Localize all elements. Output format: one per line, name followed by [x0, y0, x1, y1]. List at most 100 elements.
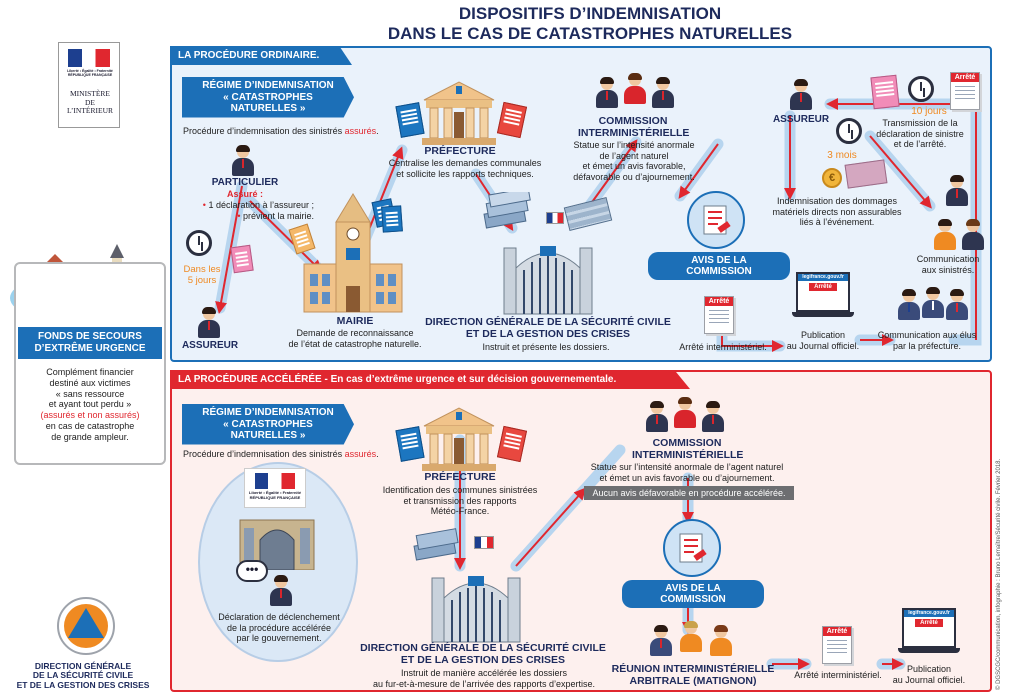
title-line-1: DISPOSITIFS D’INDEMNISATION	[458, 4, 722, 23]
dgscgc-ordinaire-label: DIRECTION GÉNÉRALE DE LA SÉCURITÉ CIVILE…	[425, 316, 671, 340]
aucun-avis-badge: Aucun avis défavorable en procédure accé…	[584, 486, 794, 500]
commission-acc-member-3	[702, 401, 724, 432]
commission-member-1	[596, 77, 618, 108]
elu-1	[898, 289, 920, 320]
dgscgc-name: DIRECTION GÉNÉRALE DE LA SÉCURITÉ CIVILE…	[16, 661, 150, 690]
dossiers-acc-stack-icon	[413, 528, 459, 561]
gouvernement-speaker-avatar	[270, 575, 292, 606]
acceleree-regime-tag: RÉGIME D’INDEMNISATION « CATASTROPHES NA…	[182, 404, 354, 445]
arrete-ordinaire-lines	[709, 310, 729, 326]
avis-stamp-icon	[687, 191, 745, 249]
bullet-2: • prévient la mairie.	[184, 211, 314, 222]
marianne-flag-icon	[68, 49, 110, 67]
dgscgc-building-icon	[503, 246, 593, 315]
arrete-haut-lines	[955, 86, 975, 102]
reunion-member-3	[710, 625, 732, 656]
acceleree-banner: LA PROCÉDURE ACCÉLÉRÉE - En cas d’extrêm…	[170, 370, 690, 389]
mairie-to-prefecture-doc-icon-2	[381, 205, 403, 233]
title-line-2: DANS LE CAS DE CATASTROPHES NATURELLES	[387, 24, 793, 44]
avis-ordinaire-badge: AVIS DE LA COMMISSION	[648, 252, 790, 280]
dgscgc-acc-text: Instruit de manière accélérée les dossie…	[372, 668, 596, 689]
credit-text: © DGSCGC/communication, infographie : Br…	[996, 458, 1002, 690]
arrete-acc-lines	[827, 640, 847, 656]
acceleree-procedure-red: assurés	[344, 449, 377, 459]
ordinaire-regime-tag: RÉGIME D’INDEMNISATION « CATASTROPHES NA…	[182, 77, 354, 118]
elus-text: Communication aux élus par la préfecture…	[877, 330, 977, 351]
commission-member-3	[652, 77, 674, 108]
laptop-ordinaire-arrete: Arrêté	[809, 283, 837, 291]
assureur-haut-avatar	[790, 79, 812, 110]
dgscgc-acc-label: DIRECTION GÉNÉRALE DE LA SÉCURITÉ CIVILE…	[360, 642, 606, 666]
dgscgc-ordinaire-text: Instruit et présente les dossiers.	[482, 342, 610, 352]
arrete-acc-doc-icon: Arrêté	[822, 626, 852, 664]
clock-10-jours-icon	[908, 76, 934, 102]
publication-acc-text: Publication au Journal officiel.	[892, 664, 966, 685]
matignon-building-icon	[239, 519, 315, 570]
rf-flag-icon	[255, 473, 295, 489]
ministry-flag-text: Liberté • Égalité • Fraternité RÉPUBLIQU…	[67, 69, 113, 78]
commission-ordinaire-label: COMMISSION INTERMINISTÉRIELLE	[578, 115, 690, 139]
page-title: DISPOSITIFS D’INDEMNISATION DANS LE CAS …	[340, 4, 840, 45]
transmission-text: Transmission de la déclaration de sinist…	[876, 118, 964, 150]
bullet-1-dot: •	[202, 200, 209, 210]
dix-jours-label: 10 jours	[911, 106, 947, 117]
commission-acc-label: COMMISSION INTERMINISTÉRIELLE	[632, 437, 744, 461]
arrete-ordinaire-text: Arrêté interministériel.	[679, 342, 767, 352]
fonds-secours-panel	[14, 262, 166, 465]
french-flag-icon	[546, 212, 564, 224]
fonds-text-2: (assurés et non assurés)	[40, 410, 140, 421]
assureur-haut-label: ASSUREUR	[772, 114, 830, 125]
avis-acc-stamp-icon	[663, 519, 721, 577]
ordinaire-procedure-red: assurés	[344, 126, 377, 136]
laptop-acc-screen: legifrance.gouv.fr Arrêté	[902, 608, 956, 648]
arrete-haut-label: Arrêté	[951, 73, 979, 82]
mairie-text: Demande de reconnaissance de l’état de c…	[288, 328, 422, 349]
particulier-avatar	[232, 145, 254, 176]
dgscgc-logo-icon	[57, 597, 115, 655]
commission-ordinaire-text: Statue sur l’intensité anormale de l’age…	[573, 140, 695, 182]
mairie-label: MAIRIE	[336, 315, 374, 327]
laptop-ordinaire-screen: legifrance.gouv.fr Arrêté	[796, 272, 850, 312]
fonds-secours-text: Complément financier destiné aux victime…	[18, 367, 162, 443]
ordinaire-banner: LA PROCÉDURE ORDINAIRE.	[170, 46, 352, 65]
bullet-1-text: 1 déclaration à l’assureur ;	[208, 200, 314, 210]
laptop-ordinaire-base	[792, 312, 854, 317]
elu-2	[922, 287, 944, 318]
legifrance-ordinaire-site: legifrance.gouv.fr	[798, 274, 848, 281]
arrete-ordinaire-label: Arrêté	[705, 297, 733, 306]
clock-3-mois-icon	[836, 118, 862, 144]
acceleree-procedure: Procédure d’indemnisation des sinistrés …	[183, 449, 403, 460]
sinistre-2	[934, 219, 956, 250]
ordinaire-procedure: Procédure d’indemnisation des sinistrés …	[183, 126, 403, 137]
avis-acc-badge: AVIS DE LA COMMISSION	[622, 580, 764, 608]
arrete-ordinaire-doc-icon: Arrêté	[704, 296, 734, 334]
legifrance-acc-site: legifrance.gouv.fr	[904, 610, 954, 617]
french-flag-acc-icon	[474, 536, 494, 549]
prefecture-acc-building-icon	[422, 407, 496, 471]
fonds-text-1: Complément financier destiné aux victime…	[46, 367, 134, 410]
bullet-2-text: prévient la mairie.	[242, 210, 314, 221]
clock-icon	[186, 230, 212, 256]
ministry-name: MINISTÈRE DE L’INTÉRIEUR	[67, 89, 113, 116]
prefecture-label: PRÉFECTURE	[424, 145, 496, 157]
particulier-label: PARTICULIER	[211, 177, 279, 188]
speech-bubble-icon: •••	[236, 560, 268, 582]
declaration-text: Déclaration de déclenchement de la procé…	[218, 612, 340, 644]
arrete-acc-label: Arrêté	[823, 627, 851, 636]
commission-acc-member-2	[674, 397, 696, 428]
laptop-ordinaire-icon: legifrance.gouv.fr Arrêté	[792, 272, 854, 324]
reunion-label: RÉUNION INTERMINISTÉRIELLE ARBITRALE (MA…	[611, 663, 775, 687]
dgscgc-acc-building-icon	[431, 576, 521, 643]
commission-acc-member-1	[646, 401, 668, 432]
sinistre-1	[946, 175, 968, 206]
acceleree-procedure-post: .	[376, 449, 379, 459]
rf-logo: Liberté • Égalité • Fraternité RÉPUBLIQU…	[244, 468, 306, 508]
arrete-haut-doc-icon: Arrêté	[950, 72, 980, 110]
ordinaire-procedure-post: .	[376, 126, 379, 136]
reunion-member-2	[680, 621, 702, 652]
sinistre-3	[962, 219, 984, 250]
prefecture-text: Centralise les demandes communales et so…	[388, 158, 542, 179]
bullet-1: • 1 déclaration à l’assureur ;	[184, 200, 314, 211]
laptop-acc-base	[898, 648, 960, 653]
reunion-member-1	[650, 625, 672, 656]
